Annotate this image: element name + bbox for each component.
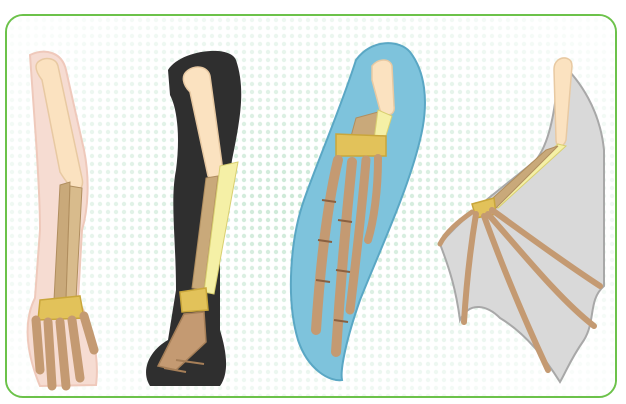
limb-comparison-art [0,0,626,404]
homologous-limbs-illustration [0,0,626,404]
